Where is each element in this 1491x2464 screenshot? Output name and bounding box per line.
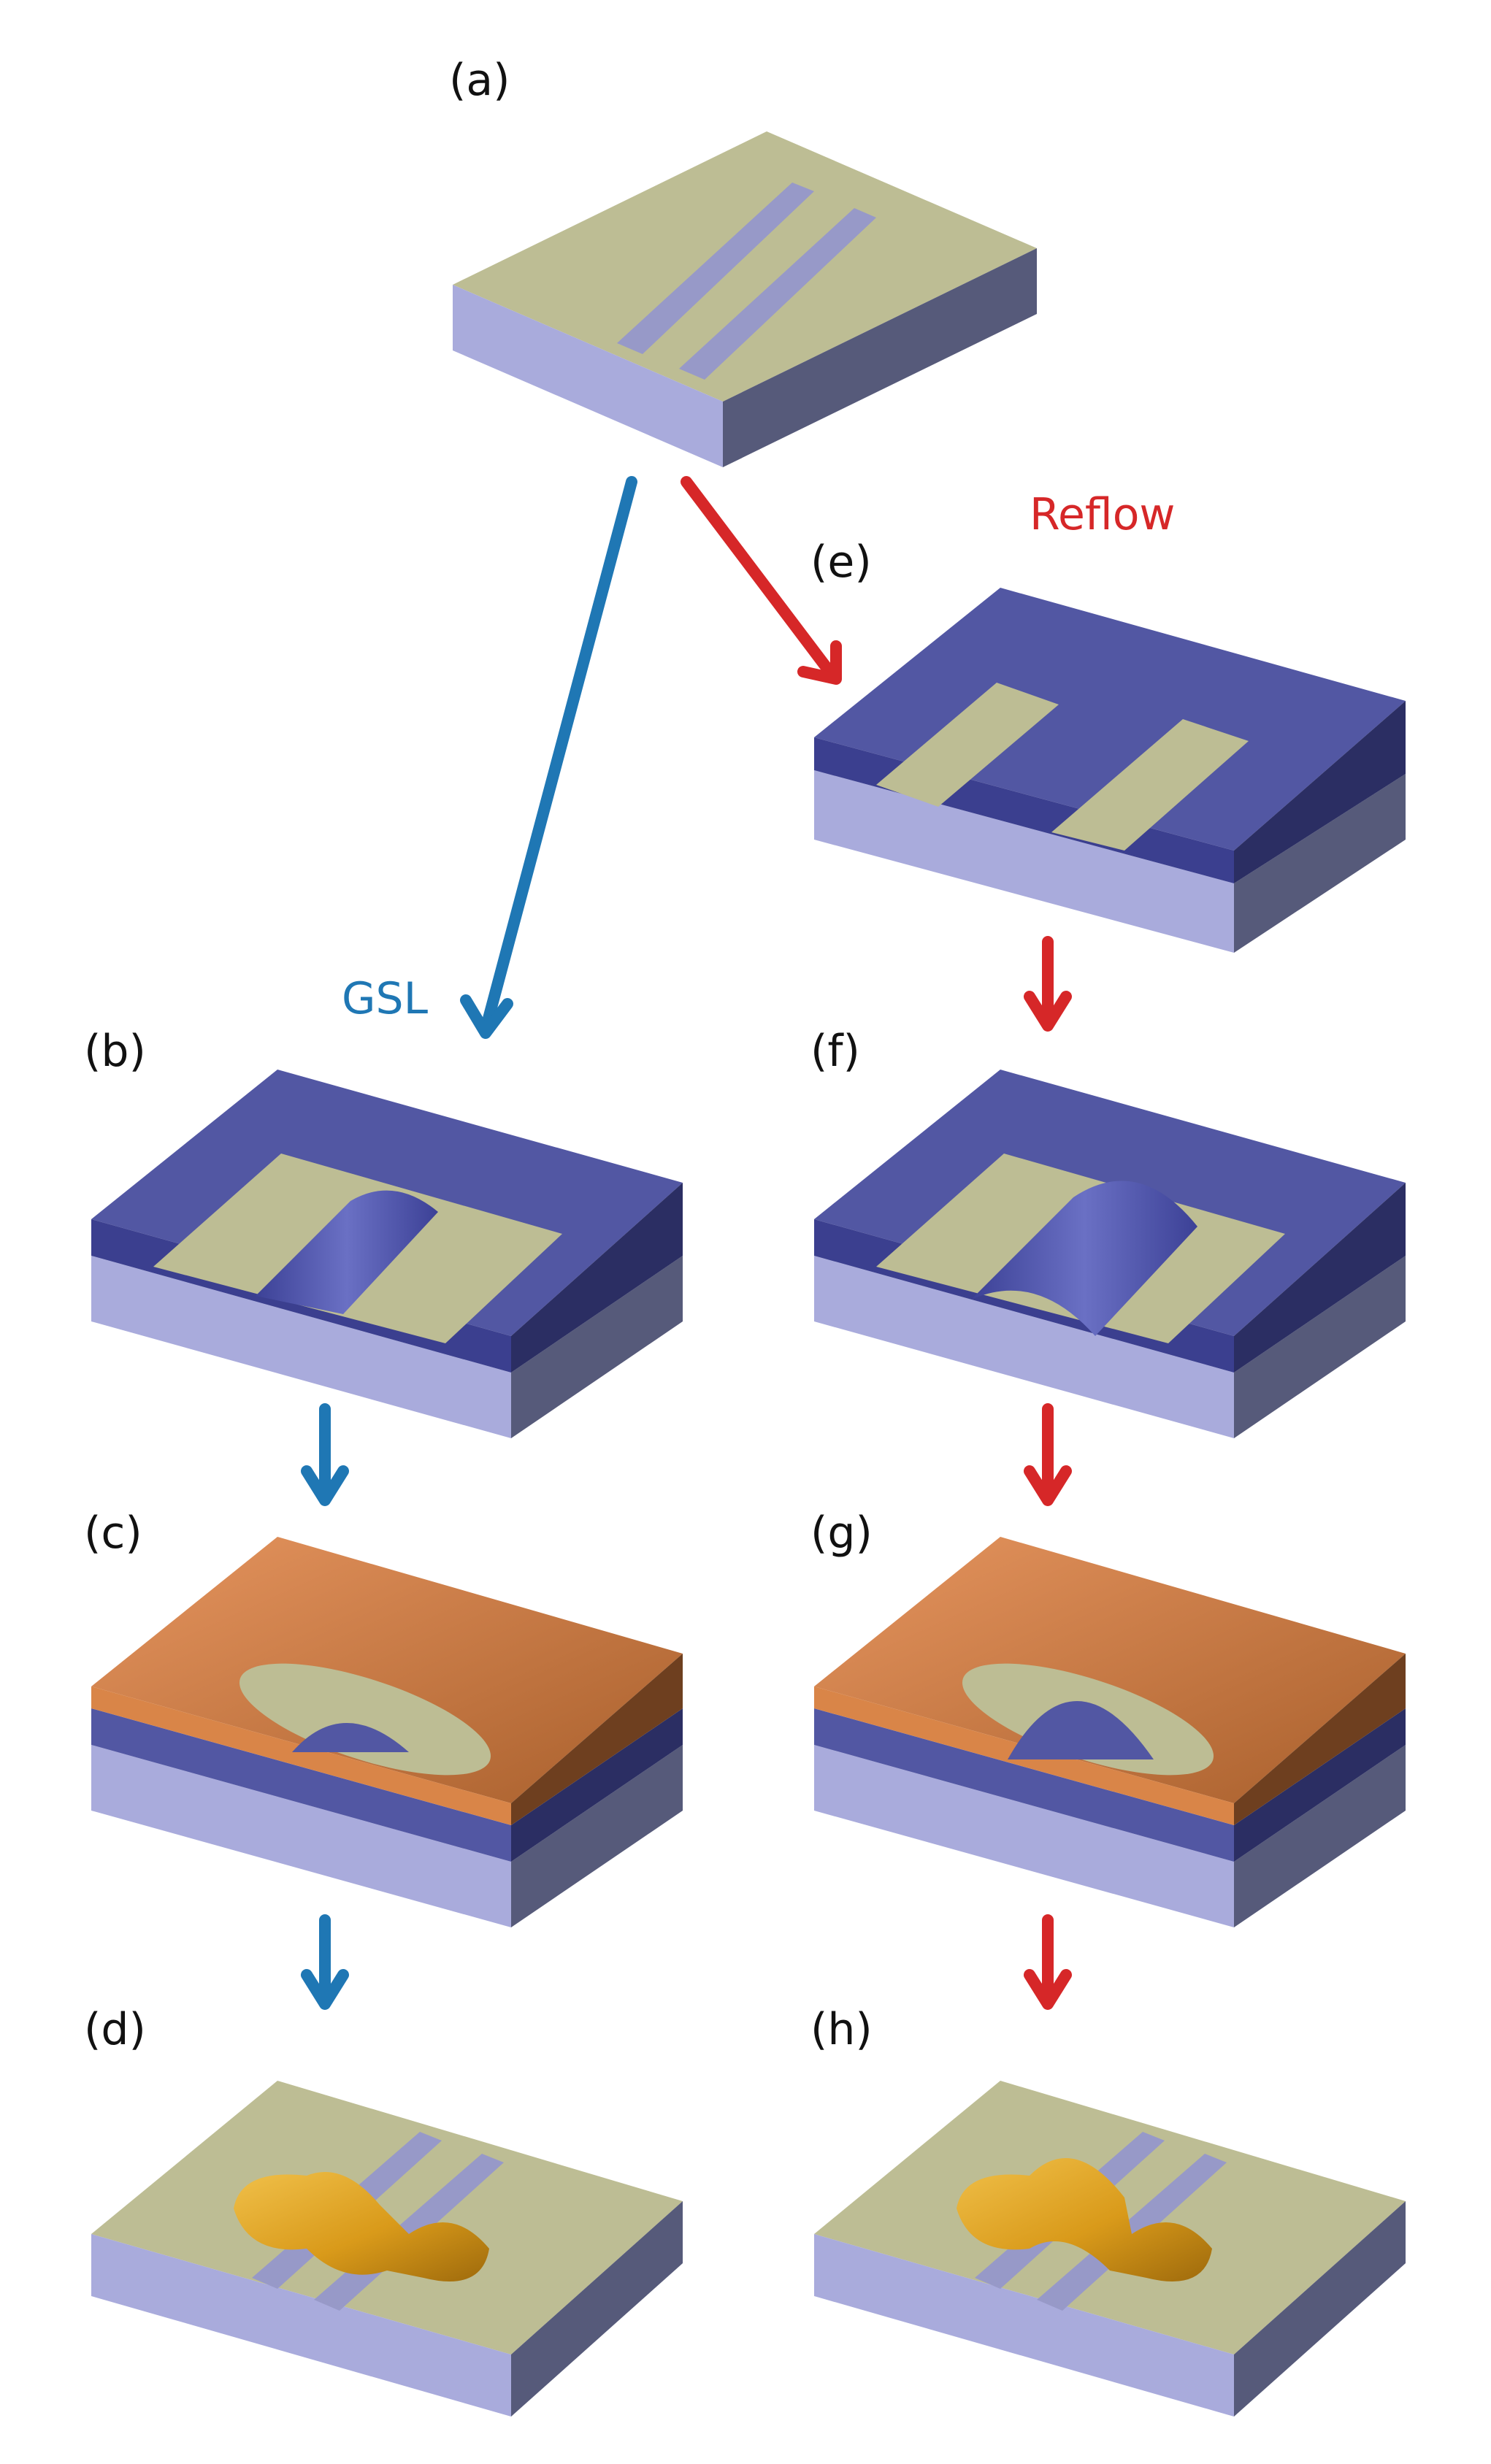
panel-label-e: (e) bbox=[810, 537, 872, 588]
arrow-f-to-g-head bbox=[1024, 1465, 1072, 1506]
gap-strip-1 bbox=[617, 183, 814, 354]
resist-line bbox=[256, 1190, 438, 1314]
panel-label-b: (b) bbox=[84, 1026, 146, 1077]
arrow-b-to-c-head bbox=[301, 1465, 349, 1506]
substrate-front bbox=[814, 770, 1234, 953]
gold-airbridge bbox=[957, 2158, 1212, 2281]
resist-side bbox=[1234, 1708, 1406, 1862]
resist-top bbox=[814, 588, 1406, 851]
substrate-side bbox=[511, 2201, 683, 2417]
copper-top bbox=[91, 1537, 683, 1803]
resist-side bbox=[1234, 701, 1406, 883]
panel-b bbox=[91, 1070, 683, 1438]
substrate-front bbox=[814, 2234, 1234, 2417]
reflow-arrow bbox=[681, 476, 838, 681]
resist-side bbox=[1234, 1183, 1406, 1373]
gap-strip-2 bbox=[1037, 2154, 1227, 2311]
panel-a bbox=[453, 131, 1037, 467]
resist-front bbox=[814, 1708, 1234, 1862]
substrate-side bbox=[511, 1256, 683, 1438]
substrate-side bbox=[723, 248, 1037, 467]
substrate-side bbox=[1234, 1256, 1406, 1438]
panel-g bbox=[814, 1537, 1406, 1927]
trench-2 bbox=[1051, 719, 1249, 851]
gap-strip-2 bbox=[679, 208, 876, 380]
arrow-g-to-h-head bbox=[1024, 1969, 1072, 2010]
resist-front bbox=[91, 1708, 511, 1862]
gold-airbridge bbox=[234, 2172, 489, 2281]
substrate-front bbox=[453, 285, 723, 467]
panel-label-f: (f) bbox=[810, 1026, 860, 1077]
substrate-side bbox=[1234, 774, 1406, 953]
arrow-c-to-d-head bbox=[301, 1969, 349, 2010]
substrate-front bbox=[91, 1745, 511, 1927]
copper-front bbox=[91, 1686, 511, 1825]
gsl-label: GSL bbox=[342, 973, 429, 1024]
panel-f bbox=[814, 1070, 1406, 1438]
substrate-top bbox=[453, 131, 1037, 402]
resist-bump bbox=[292, 1723, 409, 1752]
trench-1 bbox=[876, 683, 1059, 807]
panel-label-c: (c) bbox=[84, 1508, 142, 1559]
substrate-side bbox=[1234, 2201, 1406, 2417]
substrate-side bbox=[1234, 1745, 1406, 1927]
panel-h bbox=[814, 2081, 1406, 2417]
arrow-e-to-f-head bbox=[1024, 991, 1072, 1032]
substrate-front bbox=[91, 2234, 511, 2417]
substrate-side bbox=[511, 1745, 683, 1927]
panel-label-h: (h) bbox=[810, 2004, 873, 2055]
panel-label-a: (a) bbox=[449, 55, 510, 106]
panel-c bbox=[91, 1537, 683, 1927]
substrate-front bbox=[91, 1256, 511, 1438]
gsl-arrowhead bbox=[460, 994, 513, 1039]
substrate-front bbox=[814, 1256, 1234, 1438]
copper-opening bbox=[239, 1663, 491, 1776]
panel-e bbox=[814, 588, 1406, 953]
gsl-arrow bbox=[480, 476, 637, 1035]
reflowed-resist-line bbox=[971, 1181, 1197, 1336]
copper-side bbox=[1234, 1654, 1406, 1825]
reflow-label: Reflow bbox=[1030, 489, 1175, 540]
copper-side bbox=[511, 1654, 683, 1825]
resist-side bbox=[511, 1183, 683, 1373]
reflowed-resist-bump bbox=[1008, 1701, 1154, 1759]
substrate-front bbox=[814, 1745, 1234, 1927]
panel-d bbox=[91, 2081, 683, 2417]
panel-label-d: (d) bbox=[84, 2004, 146, 2055]
copper-top bbox=[814, 1537, 1406, 1803]
reflow-arrowhead bbox=[797, 640, 842, 685]
panel-label-g: (g) bbox=[810, 1508, 873, 1559]
resist-side bbox=[511, 1708, 683, 1862]
